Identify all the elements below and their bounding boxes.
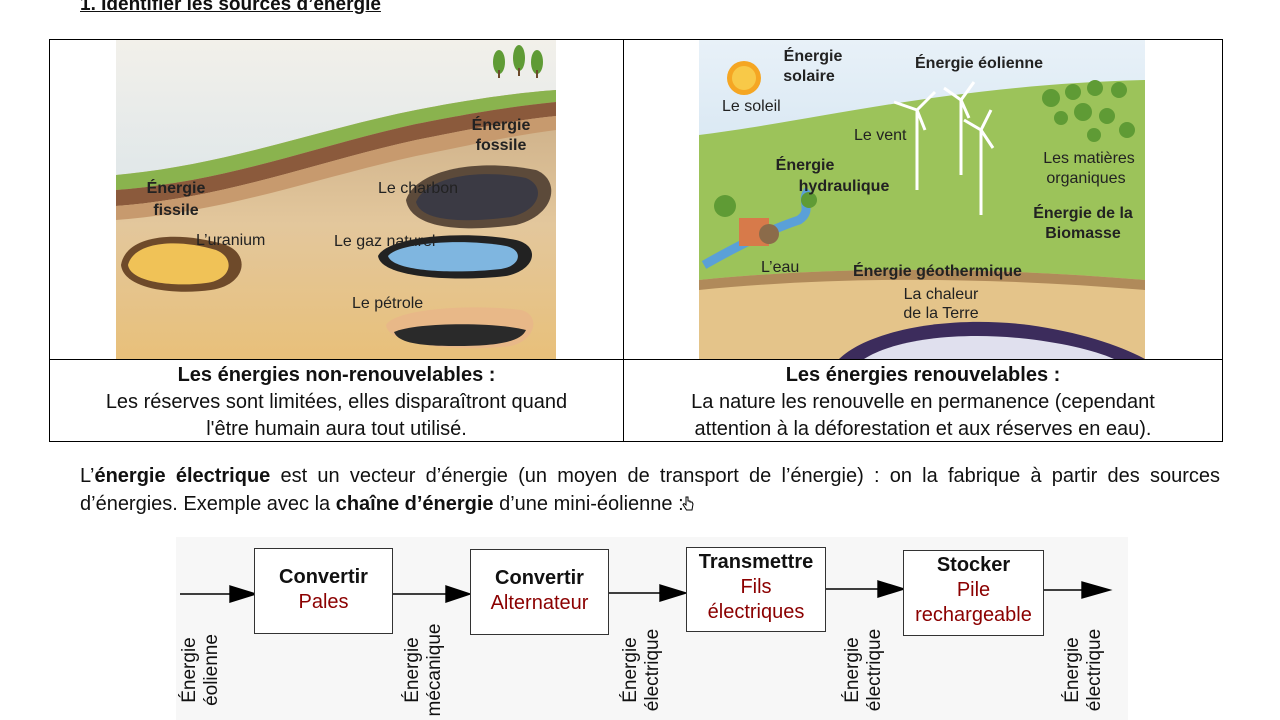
chain-box-fils: Transmettre Fils électriques: [686, 547, 826, 632]
label-fossil-2: fossile: [476, 137, 527, 154]
energy-label-mecanique: Énergie mécanique: [402, 620, 446, 720]
label-fissile-1: Énergie: [147, 178, 206, 197]
energy-label-electrique-2: Énergie électrique: [842, 620, 886, 720]
label-uranium: L’uranium: [196, 232, 265, 249]
hand-cursor-icon: [682, 492, 694, 511]
paragraph-bold-1: énergie électrique: [94, 465, 271, 487]
label-fissile-2: fissile: [153, 202, 198, 219]
energy-label-line2: électrique: [864, 628, 885, 712]
label-hydro-2: hydraulique: [799, 178, 890, 195]
table-divider-vertical: [623, 40, 624, 441]
label-solar-2: solaire: [783, 68, 835, 85]
caption-non-renewable-line2: l'être humain aura tout utilisé.: [206, 418, 467, 440]
paragraph-bold-2: chaîne d’énergie: [335, 493, 494, 515]
label-wind: Le vent: [854, 127, 907, 144]
label-organic-2: organiques: [1046, 170, 1125, 187]
label-gas: Le gaz naturel: [334, 233, 435, 250]
section-heading: 1. Identifier les sources d’énergie: [80, 0, 381, 15]
chain-box-subtitle-1: Pile: [956, 579, 991, 601]
energy-label-line1: Énergie: [1062, 637, 1083, 703]
arrow-head-2: [445, 585, 473, 603]
arrow-head-4: [877, 580, 907, 598]
label-earth-heat-1: La chaleur: [904, 286, 979, 303]
table-divider-horizontal: [50, 359, 1222, 360]
renewable-illustration: Énergie solaire Le soleil Énergie éolienn…: [699, 40, 1145, 359]
caption-renewable-line2: attention à la déforestation et aux rése…: [694, 418, 1152, 440]
label-biomass-1: Énergie de la: [1033, 203, 1133, 222]
energy-label-line1: Énergie: [842, 637, 863, 703]
paragraph-text-2: est un vecteur d’énergie (un moyen de tr…: [80, 465, 1221, 515]
label-organic-1: Les matières: [1043, 150, 1135, 167]
arrow-head-3: [659, 584, 689, 602]
chain-box-subtitle: Alternateur: [490, 592, 589, 614]
caption-non-renewable: Les énergies non-renouvelables : Les rés…: [50, 362, 623, 443]
label-geothermal: Énergie géothermique: [853, 261, 1022, 280]
label-solar-1: Énergie: [784, 46, 843, 65]
chain-box-pales: Convertir Pales: [254, 548, 393, 634]
label-oil: Le pétrole: [352, 295, 423, 312]
chain-arrows: [180, 580, 1113, 603]
energy-label-line2: mécanique: [424, 623, 445, 717]
chain-box-subtitle-1: Fils: [740, 576, 772, 598]
energy-chain-diagram: Convertir Pales Convertir Alternateur Tr…: [176, 537, 1128, 720]
label-coal: Le charbon: [378, 180, 458, 197]
energy-label-line1: Énergie: [402, 637, 423, 703]
chain-box-alternateur: Convertir Alternateur: [470, 549, 609, 635]
caption-renewable-title: Les énergies renouvelables :: [785, 364, 1061, 386]
label-sun: Le soleil: [722, 98, 781, 115]
label-earth-heat-2: de la Terre: [903, 305, 978, 322]
paragraph-text-1: L’: [80, 465, 95, 487]
chain-box-subtitle: Pales: [298, 591, 349, 613]
label-wind-energy: Énergie éolienne: [915, 53, 1043, 72]
arrow-head-1: [229, 585, 259, 603]
label-biomass-2: Biomasse: [1045, 225, 1121, 242]
chain-box-subtitle-2: rechargeable: [915, 604, 1032, 626]
energy-label-electrique-1: Énergie électrique: [620, 620, 664, 720]
energy-label-line2: électrique: [1084, 628, 1105, 712]
caption-renewable-line1: La nature les renouvelle en permanence (…: [691, 391, 1155, 413]
label-fossil-1: Énergie: [472, 115, 531, 134]
arrow-head-5: [1081, 581, 1113, 599]
caption-renewable: Les énergies renouvelables : La nature l…: [624, 362, 1222, 443]
energy-label-line2: éolienne: [201, 634, 222, 706]
energy-label-line2: électrique: [642, 628, 663, 712]
label-hydro-1: Énergie: [776, 155, 835, 174]
chain-box-subtitle-2: électriques: [707, 601, 805, 623]
non-renewable-illustration: Énergie fossile Énergie fissile Le charbon…: [116, 40, 556, 359]
chain-box-title: Convertir: [495, 567, 584, 589]
energy-sources-table: Énergie fossile Énergie fissile Le charbon…: [49, 39, 1223, 442]
energy-label-line1: Énergie: [179, 637, 200, 703]
chain-box-title: Stocker: [936, 554, 1011, 576]
energy-label-line1: Énergie: [620, 637, 641, 703]
paragraph-text-3: d’une mini-éolienne :: [493, 493, 684, 515]
chain-box-pile: Stocker Pile rechargeable: [903, 550, 1044, 636]
caption-non-renewable-title: Les énergies non-renouvelables :: [177, 364, 496, 386]
label-water: L’eau: [761, 259, 799, 276]
energy-label-eolienne: Énergie éolienne: [179, 620, 223, 720]
energy-label-electrique-3: Énergie électrique: [1062, 620, 1106, 720]
chain-box-title: Transmettre: [698, 551, 814, 573]
caption-non-renewable-line1: Les réserves sont limitées, elles dispar…: [105, 391, 568, 413]
chain-box-title: Convertir: [279, 566, 368, 588]
electric-energy-paragraph: L’énergie électrique est un vecteur d’én…: [80, 462, 1220, 518]
